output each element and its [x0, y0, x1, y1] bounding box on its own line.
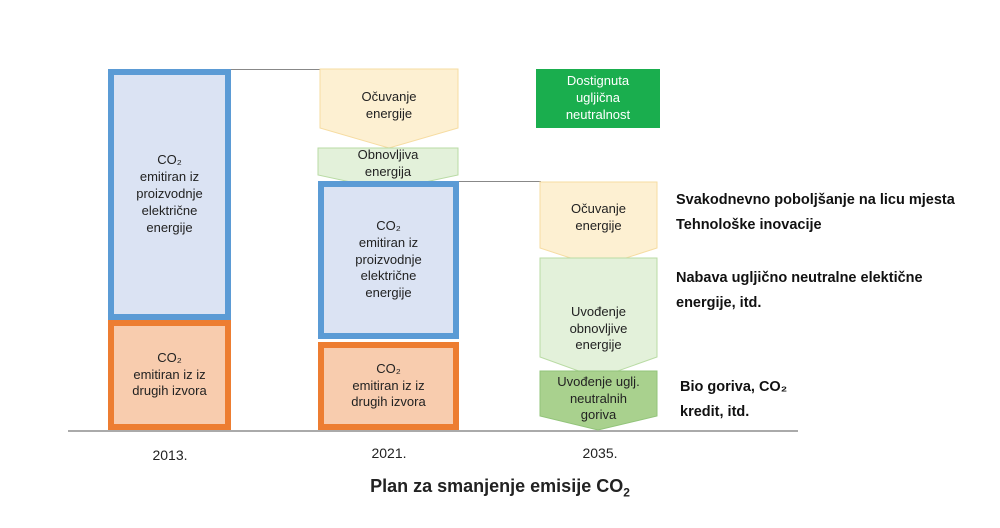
renewable-label-2035: Uvođenje obnovljive energije: [569, 303, 628, 353]
fuel-arrow-2035: [539, 370, 658, 431]
renewable-arrow-2035: [539, 257, 658, 379]
side-note-biofuels: Bio goriva, CO₂ kredit, itd.: [680, 379, 788, 421]
connector-line-mid: [459, 181, 541, 182]
year-label-2013: 2013.: [152, 447, 188, 463]
baseline: [68, 430, 798, 432]
side-note-improvement: Svakodnevno poboljšanje na licu mjesta T…: [676, 192, 955, 234]
saving-arrow-2021: [319, 68, 459, 149]
co2-other-box-2021: CO₂ emitiran iz iz drugih izvora: [318, 342, 459, 430]
diagram-title-subscript: 2: [623, 485, 630, 500]
co2-power-box-2021: CO₂ emitiran iz proizvodnje električne e…: [318, 181, 459, 339]
diagram-title: Plan za smanjenje emisije CO2: [0, 476, 1000, 500]
year-label-2021: 2021.: [371, 445, 407, 461]
diagram-title-text: Plan za smanjenje emisije CO: [370, 476, 624, 496]
fuels-label-2035: Uvođenje uglj. neutralnih goriva: [557, 373, 640, 423]
co2-other-box-2013: CO₂ emitiran iz iz drugih izvora: [108, 320, 231, 430]
renewable-label-2021: Obnovljiva energija: [357, 147, 419, 179]
neutrality-box-2035: Dostignuta ugljična neutralnost: [536, 69, 660, 128]
side-note-procurement: Nabava ugljično neutralne elektične ener…: [676, 270, 923, 312]
saving-label-2021: Očuvanje energije: [361, 89, 417, 121]
saving-label-2035: Očuvanje energije: [571, 201, 626, 233]
year-label-2035: 2035.: [582, 445, 618, 461]
co2-power-box-2013: CO₂ emitiran iz proizvodnje električne e…: [108, 69, 231, 320]
connector-line-top: [231, 69, 321, 70]
